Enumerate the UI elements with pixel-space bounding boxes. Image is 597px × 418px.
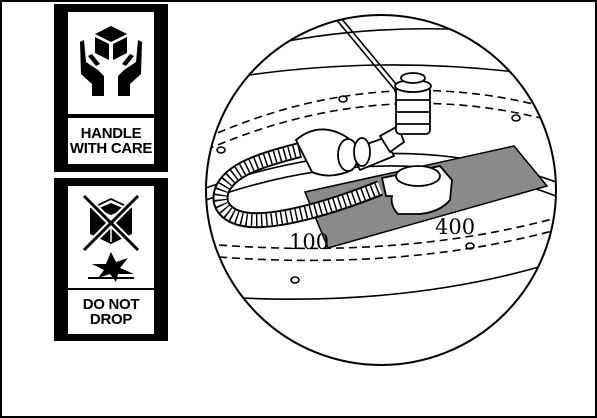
drop-line-2: DROP: [89, 311, 133, 328]
handle-with-care-text: HANDLE WITH CARE: [68, 118, 154, 164]
drop-line-1: DO NOT: [82, 296, 140, 313]
broken-box-icon: [68, 186, 154, 288]
do-not-drop-text: DO NOT DROP: [68, 290, 154, 334]
handle-with-care-label: HANDLE WITH CARE: [54, 4, 168, 172]
handle-line-2: WITH CARE: [69, 140, 153, 157]
dimension-100-label: 100: [289, 230, 329, 254]
do-not-drop-label: DO NOT DROP: [54, 178, 168, 341]
handle-line-1: HANDLE: [80, 125, 142, 142]
drain-assembly: [294, 72, 453, 215]
hands-holding-box-icon: [68, 12, 154, 114]
dimension-400-label: 400: [435, 215, 475, 239]
corrugated-hose: [212, 142, 383, 229]
